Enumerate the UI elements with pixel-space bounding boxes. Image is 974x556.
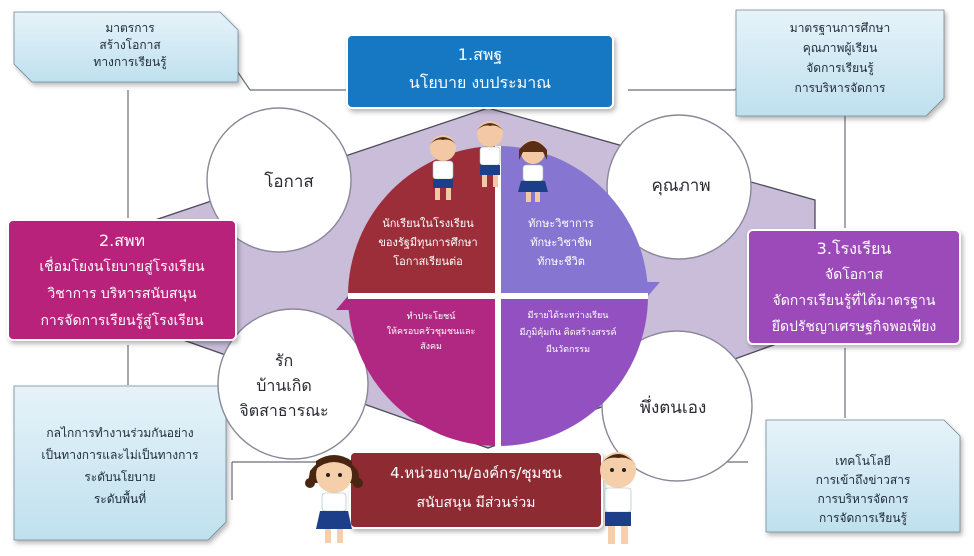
right-box-line-1: จัดโอกาส: [824, 267, 884, 283]
circle-opportunity-label: โอกาส: [264, 172, 314, 192]
left-box-text: 2.สพท เชื่อมโยงนโยบายสู่โรงเรียน วิชาการ…: [8, 227, 236, 335]
bottom-box-title: 4.หน่วยงาน/องค์กร/ชุมชน: [390, 464, 562, 482]
quad-bottom-left-line-0: ทำประโยชน์: [406, 312, 456, 322]
circle-quality-label: คุณภาพ: [651, 176, 711, 196]
note-top-left-text: มาตรการ สร้างโอกาส ทางการเรียนรู้: [30, 20, 230, 71]
right-box-title: 3.โรงเรียน: [816, 239, 892, 258]
note-bottom-left-line-3: ระดับพื้นที่: [93, 492, 147, 506]
left-box-line-1: เชื่อมโยงนโยบายสู่โรงเรียน: [39, 259, 205, 275]
note-bottom-right-line-1: การเข้าถึงข่าวสาร: [815, 473, 911, 487]
right-box-line-2: จัดการเรียนรู้ที่ได้มาตรฐาน: [772, 293, 936, 309]
circle-opportunity-text: โอกาส: [234, 170, 344, 194]
note-top-right-line-1: คุณภาพผู้เรียน: [802, 41, 878, 55]
top-box-text: 1.สพฐ นโยบาย งบประมาณ: [347, 41, 613, 97]
quad-top-right-line-2: ทักษะชีวิต: [537, 255, 585, 268]
quad-bottom-left-line-1: ให้ครอบครัวชุมชนและ: [386, 327, 476, 337]
circle-hometown-text: รัก บ้านเกิด จิตสาธารณะ: [222, 348, 346, 423]
note-top-right-line-3: การบริหารจัดการ: [794, 81, 886, 95]
student-girl-illustration: [305, 455, 363, 543]
quad-bottom-right-text: มีรายได้ระหว่างเรียน มีภูมิคุ้มกัน คิดสร…: [504, 308, 632, 359]
note-bottom-left-text: กลไกการทำงานร่วมกันอย่าง เป็นทางการและไม…: [14, 422, 226, 510]
top-box-title: 1.สพฐ: [457, 45, 503, 64]
circle-quality-text: คุณภาพ: [626, 174, 736, 198]
left-box-title: 2.สพท: [98, 231, 146, 250]
value-circles: [206, 107, 753, 482]
note-bottom-right-line-0: เทคโนโลยี: [835, 454, 891, 468]
quad-top-left-line-2: โอกาสเรียนต่อ: [393, 255, 463, 268]
quad-bottom-left-text: ทำประโยชน์ ให้ครอบครัวชุมชนและ สังคม: [372, 310, 490, 355]
bottom-box-text: 4.หน่วยงาน/องค์กร/ชุมชน สนับสนุน มีส่วนร…: [350, 458, 602, 518]
note-top-left-line-2: ทางการเรียนรู้: [93, 55, 167, 69]
quad-top-left-text: นักเรียนในโรงเรียน ของรัฐมีทุนการศึกษา โ…: [362, 214, 494, 271]
circle-selfreliance-text: พึ่งตนเอง: [612, 396, 734, 420]
circle-hometown-line-2: จิตสาธารณะ: [239, 401, 329, 420]
note-bottom-right-line-3: การจัดการเรียนรู้: [819, 511, 907, 525]
quad-top-right-line-1: ทักษะวิชาชีพ: [530, 236, 592, 249]
note-top-left-line-1: สร้างโอกาส: [99, 38, 161, 52]
quad-bottom-right-line-2: มีนวัตกรรม: [545, 345, 591, 355]
quad-bottom-left-line-2: สังคม: [420, 342, 442, 352]
quad-top-left-line-0: นักเรียนในโรงเรียน: [382, 217, 474, 230]
circle-selfreliance-label: พึ่งตนเอง: [639, 398, 707, 418]
right-box-text: 3.โรงเรียน จัดโอกาส จัดการเรียนรู้ที่ได้…: [748, 236, 960, 340]
note-bottom-right-text: เทคโนโลยี การเข้าถึงข่าวสาร การบริหารจัด…: [770, 452, 956, 528]
note-top-left-line-0: มาตรการ: [105, 21, 155, 35]
top-box-subtitle: นโยบาย งบประมาณ: [408, 73, 552, 92]
left-box-line-2: วิชาการ บริหารสนับสนุน: [47, 286, 197, 302]
quad-bottom-right-line-0: มีรายได้ระหว่างเรียน: [527, 311, 609, 321]
students-illustration-top: [430, 121, 548, 202]
note-bottom-right-line-2: การบริหารจัดการ: [817, 492, 909, 506]
right-box-line-3: ยึดปรัชญาเศรษฐกิจพอเพียง: [771, 319, 937, 335]
circle-hometown-line-0: รัก: [274, 351, 294, 370]
main-boxes: [7, 34, 961, 529]
note-bottom-left-line-2: ระดับนโยบาย: [84, 470, 156, 484]
quad-bottom-right-line-1: มีภูมิคุ้มกัน คิดสร้างสรรค์: [519, 328, 617, 338]
quadrant-wheel: [336, 146, 660, 446]
note-top-right-line-2: จัดการเรียนรู้: [806, 61, 874, 75]
quad-top-right-line-0: ทักษะวิชาการ: [528, 217, 594, 230]
note-top-right-text: มาตรฐานการศึกษา คุณภาพผู้เรียน จัดการเรี…: [738, 18, 942, 98]
quad-top-right-text: ทักษะวิชาการ ทักษะวิชาชีพ ทักษะชีวิต: [506, 214, 616, 271]
note-bottom-left-line-1: เป็นทางการและไม่เป็นทางการ: [41, 448, 199, 462]
student-boy-illustration: [599, 452, 637, 544]
bottom-box-subtitle: สนับสนุน มีส่วนร่วม: [416, 495, 536, 511]
note-bottom-left-line-0: กลไกการทำงานร่วมกันอย่าง: [46, 426, 194, 440]
left-box-line-3: การจัดการเรียนรู้สู่โรงเรียน: [40, 313, 204, 329]
note-shapes: [13, 9, 961, 541]
circle-hometown-line-1: บ้านเกิด: [256, 376, 312, 395]
note-top-right-line-0: มาตรฐานการศึกษา: [789, 21, 891, 35]
quad-top-left-line-1: ของรัฐมีทุนการศึกษา: [378, 236, 478, 249]
